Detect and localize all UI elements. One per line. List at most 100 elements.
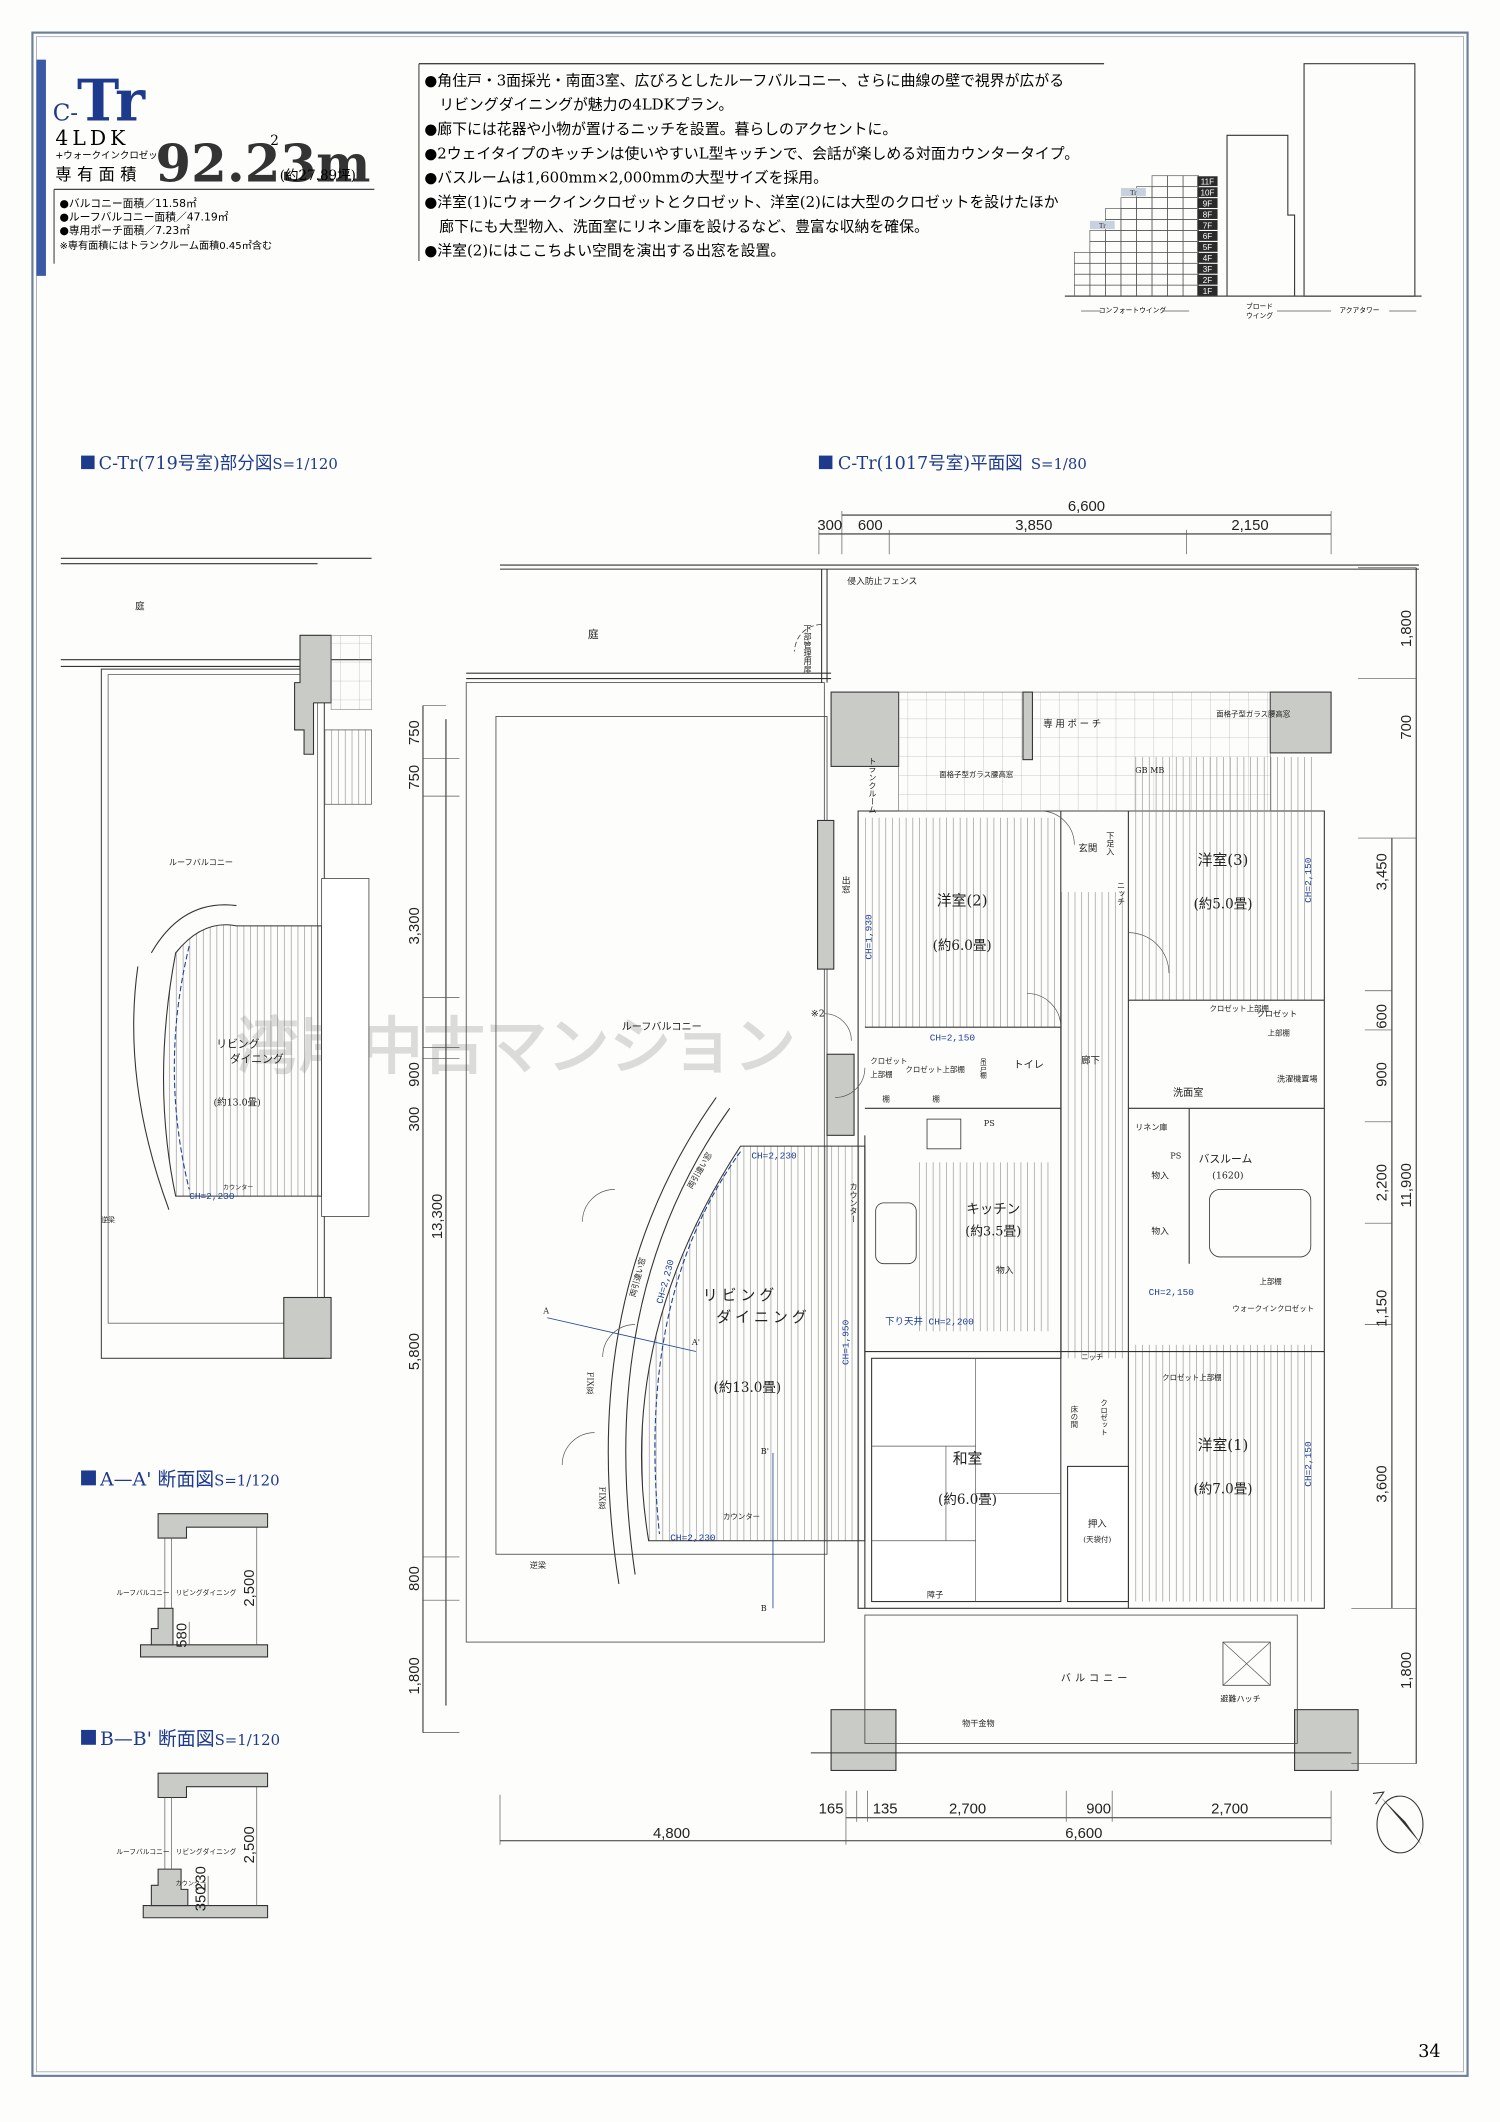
floor-cell [1089,241,1106,253]
floor-cell [1182,186,1199,198]
floor-cell [1073,284,1091,297]
floor-tag [1197,198,1218,209]
upper-shelf-label-1: 上部棚 [1259,1276,1281,1286]
floor-cell [1167,197,1184,209]
floor-cell [1151,273,1168,286]
dining-label: ダイニング [230,1051,284,1065]
bath-size-label: (1620) [1212,1171,1243,1182]
floor-cell [1105,208,1122,220]
western1-label: 洋室(1) [1198,1436,1249,1454]
heading-partial-title: C-Tr(719号室)部分図 [99,454,273,474]
floor-cell [1120,262,1137,275]
hatch-label: 避難ハッチ [1220,1694,1260,1704]
unit-area-sup: 2 [270,133,279,149]
floor-cell [1136,230,1153,242]
feature-line: 廊下にも大型物入、洗面室にリネン庫を設けるなど、豊富な収納を確保。 [439,217,929,235]
section-a-sill: 580 [174,1623,190,1648]
reverse-beam-label: 逆梁 [101,1215,115,1224]
roof-balcony-label-main: ルーフバルコニー [622,1021,702,1033]
shoe-storage-label: 下足入 [1106,831,1116,855]
floor-tag [1197,285,1218,296]
floor-cell [1167,262,1184,275]
highlighted-unit [1089,220,1115,230]
floor-cell [1151,175,1168,188]
kitchen-label: キッチン [966,1202,1020,1218]
heading-section-b: B—B' 断面図S=1/120 [81,1728,280,1750]
floor-cell [1120,197,1137,209]
dim-left: 800 [407,1566,423,1591]
closet-upper-label-2a: 上部棚 [870,1069,892,1079]
floor-cell [1136,273,1153,286]
room-living-dining [641,1145,866,1542]
floor-tag-label: 2F [1203,276,1213,285]
floor-cell [1136,197,1153,209]
japanese-room [871,1357,1062,1603]
dim-top: 3,850 [1015,518,1052,534]
floor-cell [1089,252,1106,264]
dim-top: 300 [817,518,842,534]
floor-tag [1197,187,1218,198]
dim-right: 1,800 [1399,610,1415,647]
dim-right-total: 11,900 [1399,1163,1415,1207]
dim-right: 1,150 [1374,1290,1390,1327]
feature-line: ●2ウェイタイプのキッチンは使いやすいL型キッチンで、会話が楽しめる対面カウンタ… [424,144,1079,162]
dim-left: 900 [407,1062,423,1087]
dimensions-left: 750 750 3,300 900 300 5,800 800 1,800 13… [407,705,460,1733]
floor-cell [1120,219,1137,231]
floor-cell [1151,219,1168,231]
heading-plan-scale: S=1/80 [1031,455,1087,473]
wing-label-comfort: コンフォートウイング [1099,305,1167,314]
trunk-room-label: トランクルーム [868,757,878,814]
floor-cell [1120,284,1137,297]
heading-section-a: A—A' 断面図S=1/120 [81,1468,280,1490]
floor-cell [1167,175,1184,188]
kitchen-size: (約3.5畳) [965,1224,1021,1239]
fix-window-label-2: FIX窓 [598,1487,608,1510]
floor-cell [1136,208,1153,220]
section-b-diagram: ルーフバルコニー リビングダイニング カウンター 2,500 230 350 [116,1772,269,1919]
unit-type: Tr [77,68,146,134]
floor-cell [1105,230,1122,242]
page-number: 34 [1418,2042,1440,2062]
dim-bottom: 2,700 [1211,1802,1248,1818]
section-b-counter: カウンター [176,1879,206,1887]
floor-cell [1182,230,1199,242]
area-note: ※専有面積にはトランクルーム面積0.45㎡含む [59,239,272,252]
wing-label-aqua: アクアタワー [1339,305,1379,314]
floor-tag [1197,274,1218,285]
fence-label: 侵入防止フェンス [847,575,917,587]
floor-cell [1167,230,1184,242]
dim-left: 750 [407,765,423,790]
oshiire-label: 押入 [1088,1518,1107,1530]
partial-counter-label: カウンター [223,1183,253,1191]
section-a-living: リビングダイニング [176,1588,237,1597]
oshiire-sub-label: (天袋付) [1083,1534,1111,1544]
feature-line: ●廊下には花器や小物が置けるニッチを設置。暮らしのアクセントに。 [424,120,897,138]
floor-cell [1167,208,1184,220]
floor-cell [1151,230,1168,242]
floor-cell [1120,241,1137,253]
floor-cell [1151,284,1168,297]
highlighted-unit-label: Tr [1099,221,1106,230]
floor-cell [1167,273,1184,286]
floor-cell [1073,252,1091,264]
floor-tag [1197,231,1218,241]
shoji-label: 障子 [927,1589,943,1599]
room-western-2 [864,817,1061,1028]
highlighted-unit [1120,188,1146,197]
page-frame [31,31,1469,2077]
floor-cell [1089,262,1106,275]
floor-tag-label: 9F [1203,199,1213,208]
kitchen-storage-label: 物入 [996,1264,1014,1276]
section-a-roof-balcony: ルーフバルコニー [116,1589,170,1597]
ch-label-kitchen: 下り天井 CH=2,200 [885,1316,974,1328]
section-b-living: リビングダイニング [176,1847,237,1856]
floor-cell [1120,208,1137,220]
svg-text:A—A' 断面図S=1/120: A—A' 断面図S=1/120 [99,1468,280,1490]
fix-window-label-1: FIX窓 [586,1372,596,1395]
unit-layout: 4LDK [55,126,129,150]
heading-section-a-title: A—A' 断面図 [99,1468,214,1490]
partial-ch-label: CH=2,230 [189,1191,235,1202]
